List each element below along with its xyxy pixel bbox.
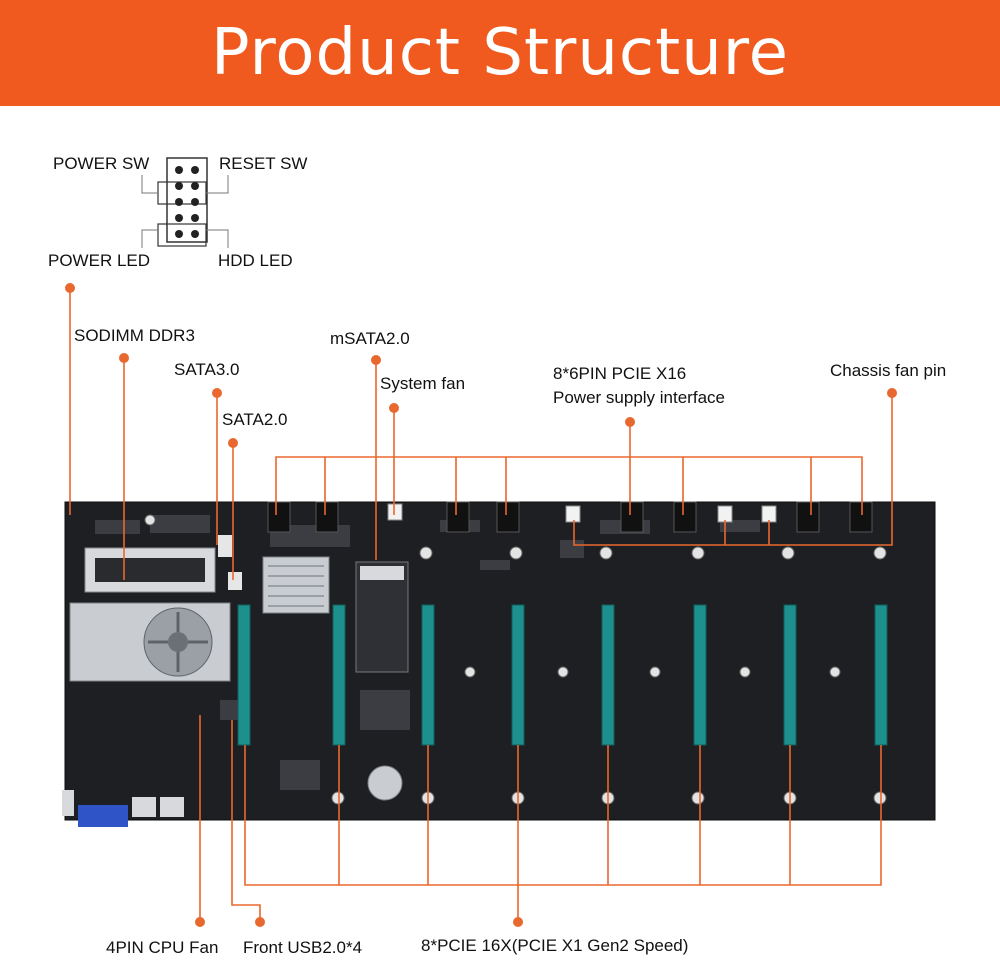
- front-panel-header: [141, 157, 229, 248]
- system-fan-label: System fan: [380, 374, 466, 393]
- sodimm-label: SODIMM DDR3: [74, 326, 195, 345]
- sata3-label: SATA3.0: [174, 360, 240, 379]
- msata-label: mSATA2.0: [330, 329, 410, 348]
- chassis-fan-label: Chassis fan pin: [830, 361, 947, 380]
- hdd-led-label: HDD LED: [218, 251, 293, 270]
- power-sw-label: POWER SW: [53, 154, 150, 173]
- sata2-label: SATA2.0: [222, 410, 288, 429]
- sata2-port: [228, 572, 242, 590]
- cmos-battery: [367, 765, 403, 801]
- title-banner: Product Structure: [0, 0, 1000, 106]
- usb-port: [132, 797, 156, 817]
- msata-slot: [355, 561, 409, 673]
- leader-lines: [69, 288, 893, 922]
- pcie-slots-label: 8*PCIE 16X(PCIE X1 Gen2 Speed): [421, 936, 689, 955]
- vga-port: [78, 805, 128, 827]
- cpu-fan-label: 4PIN CPU Fan: [106, 938, 219, 957]
- pcie-power-label-line2: Power supply interface: [553, 388, 725, 407]
- pcie-power-label-line1: 8*6PIN PCIE X16: [553, 364, 687, 383]
- motherboard: [62, 501, 936, 827]
- leader-endpoints: [65, 283, 897, 927]
- power-led-label: POWER LED: [48, 251, 151, 270]
- pcie-slots: [237, 604, 888, 746]
- pcie-power-connectors: [267, 501, 873, 533]
- reset-sw-label: RESET SW: [219, 154, 308, 173]
- page-title: Product Structure: [210, 16, 790, 90]
- system-fan-pin: [387, 503, 403, 521]
- front-usb-label: Front USB2.0*4: [243, 938, 363, 957]
- sata3-port: [218, 535, 232, 557]
